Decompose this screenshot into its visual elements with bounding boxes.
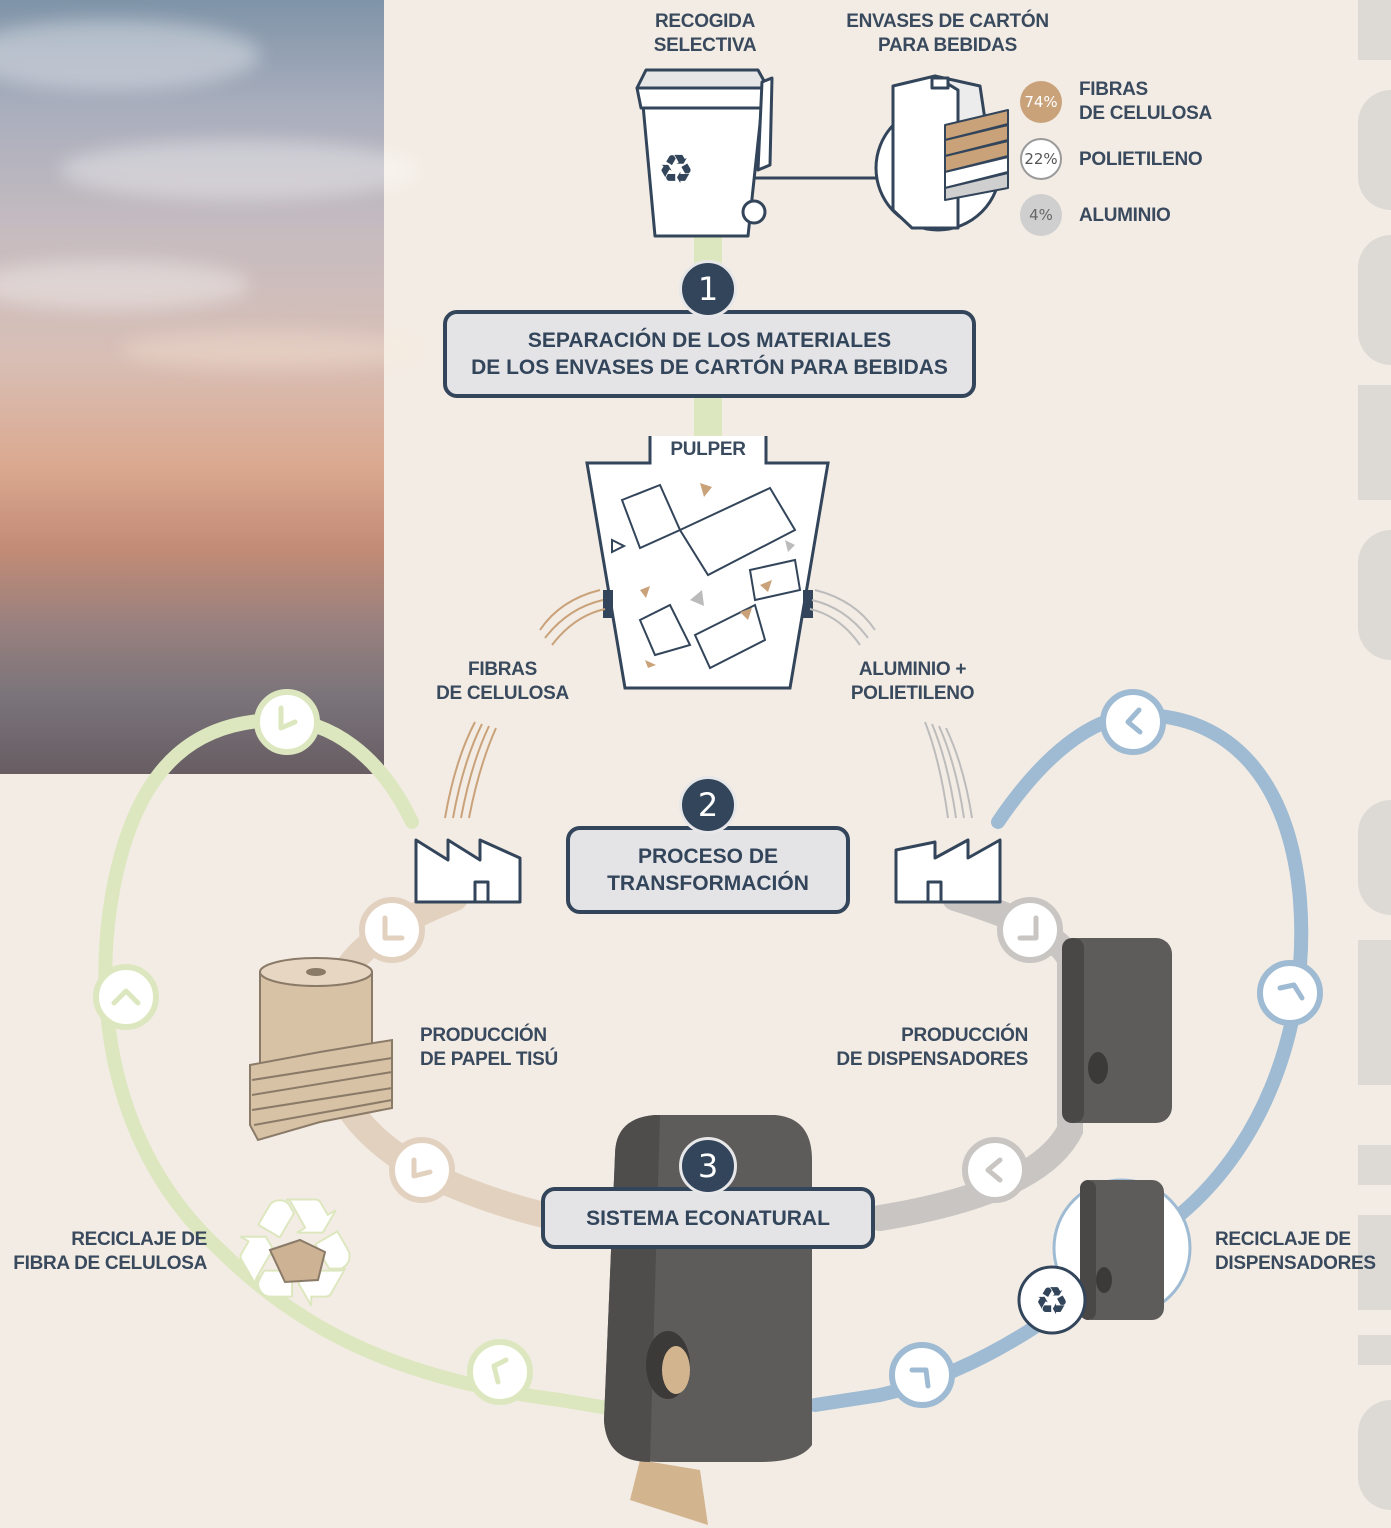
pulper-icon bbox=[585, 436, 830, 690]
composition-polyethylene-label: POLIETILENO bbox=[1079, 149, 1203, 170]
composition-polyethylene-percent: 22% bbox=[1020, 138, 1062, 180]
svg-text:♻: ♻ bbox=[1035, 1279, 1069, 1323]
pulper-label: PULPER bbox=[670, 439, 746, 460]
output-fibers-label: FIBRAS DE CELULOSA bbox=[436, 659, 569, 704]
recycling-fiber-label: RECICLAJE DE FIBRA DE CELULOSA bbox=[13, 1229, 207, 1274]
production-dispensers-label: PRODUCCIÓN DE DISPENSADORES bbox=[836, 1025, 1028, 1070]
step-1-number: 1 bbox=[679, 260, 737, 318]
factory-right-icon bbox=[894, 838, 1002, 904]
packaging-title: ENVASES DE CARTÓN PARA BEBIDAS bbox=[846, 11, 1049, 56]
clock-markers bbox=[93, 689, 1323, 1408]
composition-aluminium-percent: 4% bbox=[1020, 194, 1062, 236]
paper-roll-icon bbox=[249, 957, 393, 1142]
dispenser-production-icon bbox=[1062, 938, 1172, 1123]
step-2-number: 2 bbox=[679, 776, 737, 834]
factory-left-icon bbox=[414, 838, 522, 904]
carton-icon bbox=[874, 74, 1009, 232]
composition-aluminium-label: ALUMINIO bbox=[1079, 205, 1171, 226]
recycling-bin-icon: ♻ bbox=[635, 68, 774, 238]
svg-text:♻: ♻ bbox=[658, 147, 694, 193]
collection-title: RECOGIDA SELECTIVA bbox=[653, 11, 757, 56]
dispenser-recycled-icon: ♻ bbox=[1017, 1178, 1192, 1335]
svg-text:♻: ♻ bbox=[228, 1167, 362, 1341]
step-2-box: PROCESO DE TRANSFORMACIÓN bbox=[566, 826, 850, 914]
step-3-number: 3 bbox=[679, 1137, 737, 1195]
step-1-box: SEPARACIÓN DE LOS MATERIALES DE LOS ENVA… bbox=[443, 310, 976, 398]
fiber-recycle-icon: ♻ bbox=[227, 1166, 363, 1342]
production-paper-label: PRODUCCIÓN DE PAPEL TISÚ bbox=[420, 1025, 558, 1070]
recycling-dispensers-label: RECICLAJE DE DISPENSADORES bbox=[1215, 1229, 1376, 1274]
output-aluminium-polyethylene-label: ALUMINIO + POLIETILENO bbox=[850, 659, 975, 704]
clock-hands bbox=[111, 705, 1305, 1389]
composition-cellulose-label: FIBRAS DE CELULOSA bbox=[1079, 79, 1212, 124]
sky-photo bbox=[0, 0, 420, 774]
composition-cellulose-percent: 74% bbox=[1020, 81, 1062, 123]
step-3-box: SISTEMA ECONATURAL bbox=[541, 1187, 875, 1249]
